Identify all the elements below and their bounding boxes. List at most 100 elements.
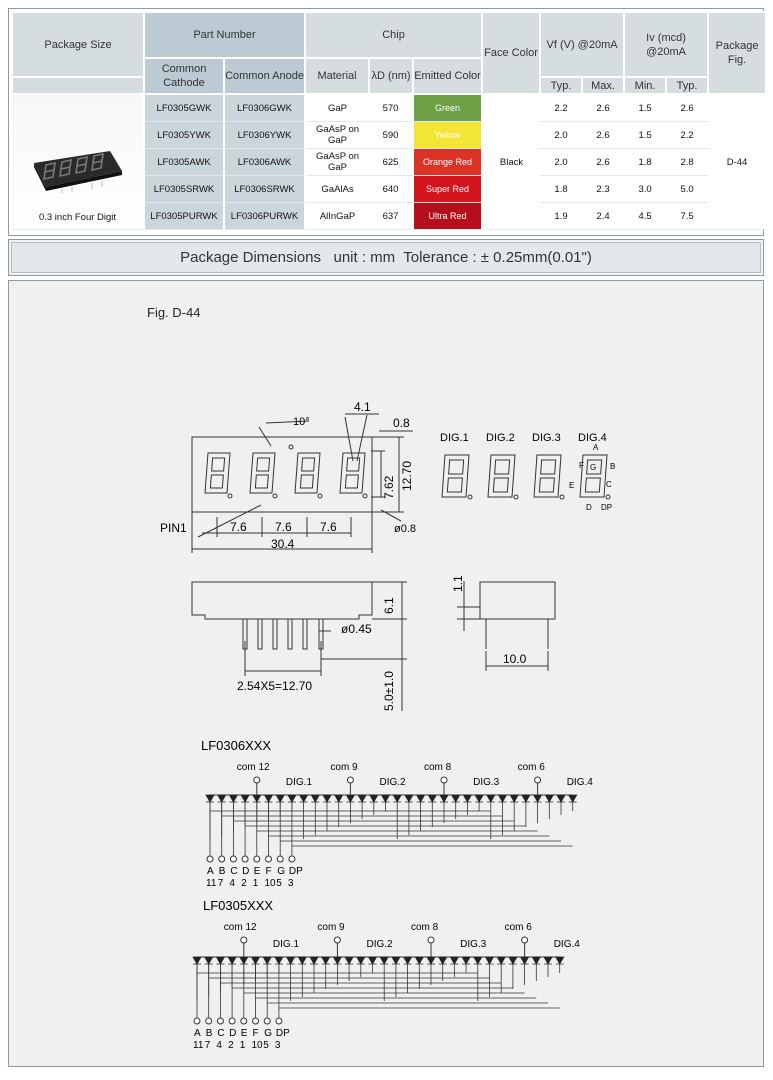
diode (496, 956, 506, 965)
row5-iv-min: 4.5 (624, 202, 667, 230)
diode (462, 794, 473, 803)
row4-material: GaAlAs (305, 175, 370, 203)
diode (228, 794, 239, 803)
pin-name-f: F (253, 1028, 259, 1039)
pin-number-d: 2 (228, 1040, 234, 1051)
spec-table-frame: Package Size Part Number Chip Face Color… (8, 8, 768, 236)
pin-number-g: 5 (263, 1040, 269, 1051)
diode (473, 956, 483, 965)
diode (497, 794, 508, 803)
pin-name-b: B (219, 866, 226, 877)
dim-7-62: 7.62 (382, 475, 396, 499)
segment-pin (205, 1017, 213, 1025)
pin-number-a: 11 (193, 1040, 204, 1051)
circuit-dig-3: DIG.3 (460, 939, 487, 950)
pin-number-dp: 3 (288, 878, 294, 889)
row2-iv-typ: 2.2 (666, 121, 709, 149)
row5-material: AlInGaP (305, 202, 370, 230)
front-dp-3 (317, 493, 323, 499)
pin-name-d: D (229, 1028, 236, 1039)
diode (298, 794, 309, 803)
row3-anode: LF0306AWK (222, 148, 307, 176)
row2-anode: LF0306YWK (222, 121, 307, 149)
diode (309, 956, 319, 965)
segment-pin (206, 855, 214, 863)
pin-number-e: 1 (253, 878, 259, 889)
header-package-fig: Package Fig. (707, 11, 768, 95)
diode (404, 794, 414, 803)
map-dp-2 (513, 494, 519, 500)
segment-pin (253, 855, 261, 863)
segment-pin (216, 1017, 224, 1025)
diode (508, 956, 518, 965)
circuit-title-lf0305: LF0305XXX (203, 898, 273, 913)
row2-color: Yellow (412, 121, 484, 149)
diode (555, 956, 565, 965)
row2-material: GaAsP on GaP (305, 121, 370, 149)
seg-c: C (606, 480, 612, 489)
diode (532, 794, 543, 803)
row3-color: Orange Red (412, 148, 484, 176)
row5-anode: LF0306PURWK (222, 202, 307, 230)
front-digit-3 (294, 452, 321, 494)
row3-material: GaAsP on GaP (305, 148, 370, 176)
header-part-number: Part Number (142, 11, 307, 59)
side-pin-4 (287, 618, 293, 650)
circuit-dig-1: DIG.1 (273, 939, 300, 950)
header-iv: Iv (mcd) @20mA (623, 11, 710, 78)
row1-vf-typ: 2.2 (540, 94, 583, 122)
diode (262, 956, 272, 965)
dim-12-70: 12.70 (400, 461, 414, 491)
pitch-2: 7.6 (275, 520, 292, 534)
circuit-dig-3: DIG.3 (473, 777, 500, 788)
diode (204, 956, 214, 965)
seg-dp: DP (601, 503, 612, 512)
com-label-2: com 9 (317, 922, 345, 933)
segment-pin (265, 855, 272, 863)
dig-label-2: DIG.2 (486, 432, 515, 444)
header-wavelength: λD (nm) (368, 57, 415, 95)
seg-e: E (569, 481, 574, 490)
diode (344, 956, 354, 965)
row5-vf-max: 2.4 (582, 202, 625, 230)
header-package-size-cont (11, 76, 145, 95)
diode (263, 794, 274, 803)
front-digit-2 (249, 452, 276, 494)
header-package-size: Package Size (11, 11, 145, 78)
front-dp-4 (362, 493, 368, 499)
circuit-dig-4: DIG.4 (554, 939, 581, 950)
header-chip: Chip (304, 11, 484, 59)
header-vf-typ: Typ. (539, 76, 584, 95)
diode (486, 794, 496, 803)
diode (402, 956, 413, 965)
com-label-3: com 8 (424, 762, 452, 773)
dim-0-8: 0.8 (393, 416, 410, 430)
diode (449, 956, 460, 965)
diode (367, 956, 378, 965)
seg-d: D (586, 503, 592, 512)
com-label-4: com 6 (505, 922, 533, 933)
diode (239, 956, 249, 965)
row4-wavelength: 640 (369, 175, 414, 203)
fig-label: Fig. D-44 (147, 305, 200, 320)
row4-vf-typ: 1.8 (540, 175, 583, 203)
row4-anode: LF0306SRWK (222, 175, 307, 203)
diode (217, 794, 227, 803)
diode (310, 794, 320, 803)
com-pin (534, 776, 542, 784)
diode (379, 956, 389, 965)
pin-name-a: A (194, 1028, 201, 1039)
diode (543, 956, 553, 965)
header-common-anode: Common Anode (222, 57, 307, 95)
front-digit-4 (339, 452, 366, 494)
diode (415, 794, 426, 803)
row5-color: Ultra Red (412, 202, 484, 230)
row2-iv-min: 1.5 (624, 121, 667, 149)
header-iv-min: Min. (623, 76, 668, 95)
segment-pin (275, 1017, 283, 1025)
pin-number-c: 4 (216, 1040, 222, 1051)
diode (334, 794, 344, 803)
row5-vf-typ: 1.9 (540, 202, 583, 230)
map-digit-4 (579, 454, 608, 498)
